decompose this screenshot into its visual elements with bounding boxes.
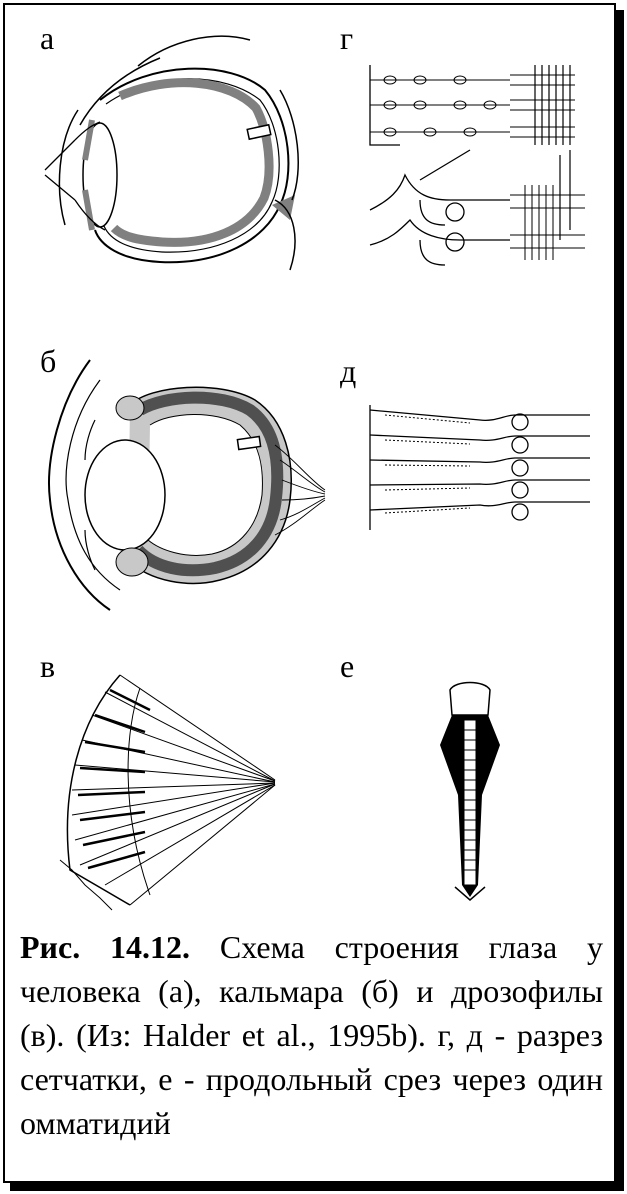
figure-number: Рис. 14.12. <box>20 929 190 965</box>
frame-shadow-bottom <box>10 1183 624 1191</box>
panel-label-g: г <box>340 22 353 54</box>
compound-eye-diagram <box>50 670 280 920</box>
ommatidium-diagram <box>430 675 510 905</box>
human-eye-diagram <box>40 30 310 290</box>
figure-caption: Рис. 14.12. Схема строения глаза у челов… <box>20 925 603 1145</box>
retina-section-diagram-d <box>360 400 600 540</box>
retina-section-diagram-g <box>360 60 600 280</box>
frame-shadow-right <box>616 10 624 1186</box>
panel-label-d: д <box>340 355 356 387</box>
squid-eye-diagram <box>40 350 320 620</box>
panel-label-e: е <box>340 650 354 682</box>
